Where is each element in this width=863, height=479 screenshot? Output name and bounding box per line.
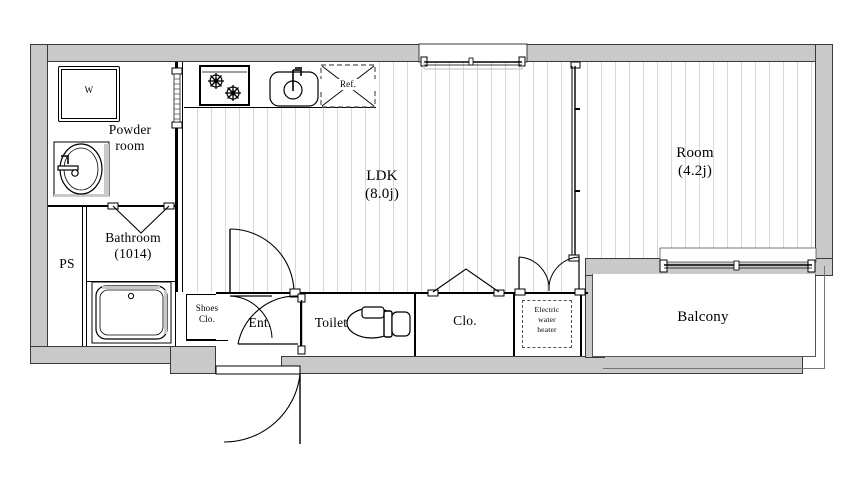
partition-wall-ps bbox=[82, 207, 83, 346]
balcony-railing-bottom bbox=[603, 368, 825, 369]
water-heater-box bbox=[522, 300, 572, 348]
room-floor bbox=[574, 62, 815, 258]
entrance-step-line bbox=[186, 340, 228, 341]
balcony-railing-right bbox=[824, 266, 825, 369]
exterior-wall-entrance-step bbox=[170, 346, 216, 374]
exterior-wall-bottom-right bbox=[281, 356, 803, 374]
partition-wall-ldk-left-inner bbox=[182, 62, 183, 292]
ldk-floor bbox=[184, 62, 572, 292]
gas-stove-fixture bbox=[199, 65, 250, 106]
vanity-sink-fixture bbox=[53, 141, 114, 198]
toilet-bowl-fixture bbox=[346, 300, 414, 348]
partition-wall-ent-right bbox=[299, 292, 301, 354]
partition-wall-bathroom-right bbox=[175, 207, 176, 346]
partition-wall-ps-right bbox=[86, 207, 87, 346]
door-entrance-to-ldk[interactable] bbox=[228, 227, 304, 298]
partition-wall-corridor-top bbox=[216, 292, 588, 294]
exterior-wall-right bbox=[815, 44, 833, 266]
kitchen-sink-fixture bbox=[268, 66, 324, 108]
bathroom-tub-divider bbox=[87, 281, 175, 282]
partition-wall-toilet-right bbox=[414, 292, 416, 356]
door-shoes-closet[interactable] bbox=[228, 294, 276, 342]
washer-fixture bbox=[58, 66, 120, 122]
window-balcony-sliding[interactable] bbox=[659, 247, 817, 274]
door-bathroom-folding[interactable] bbox=[107, 202, 175, 235]
exterior-wall-left bbox=[30, 44, 48, 364]
partition-wall-heater-right bbox=[580, 292, 582, 356]
room-label-ps: PS bbox=[59, 256, 75, 271]
exterior-wall-bottom-left bbox=[30, 346, 184, 364]
washer-inner bbox=[61, 69, 117, 119]
bathtub-fixture bbox=[91, 281, 172, 344]
window-ldk-top bbox=[418, 43, 528, 70]
partition-wall-ldk-left bbox=[176, 62, 178, 292]
door-powder-room-sliding[interactable] bbox=[170, 67, 184, 129]
door-closet-folding[interactable] bbox=[427, 268, 505, 297]
closet-floor bbox=[416, 294, 513, 356]
door-water-heater[interactable] bbox=[514, 255, 586, 296]
refrigerator-fixture bbox=[320, 64, 376, 108]
balcony-floor bbox=[592, 274, 816, 357]
door-toilet[interactable] bbox=[297, 293, 307, 356]
partition-wall-closet-right bbox=[513, 292, 515, 356]
door-entrance-main[interactable] bbox=[215, 365, 306, 450]
